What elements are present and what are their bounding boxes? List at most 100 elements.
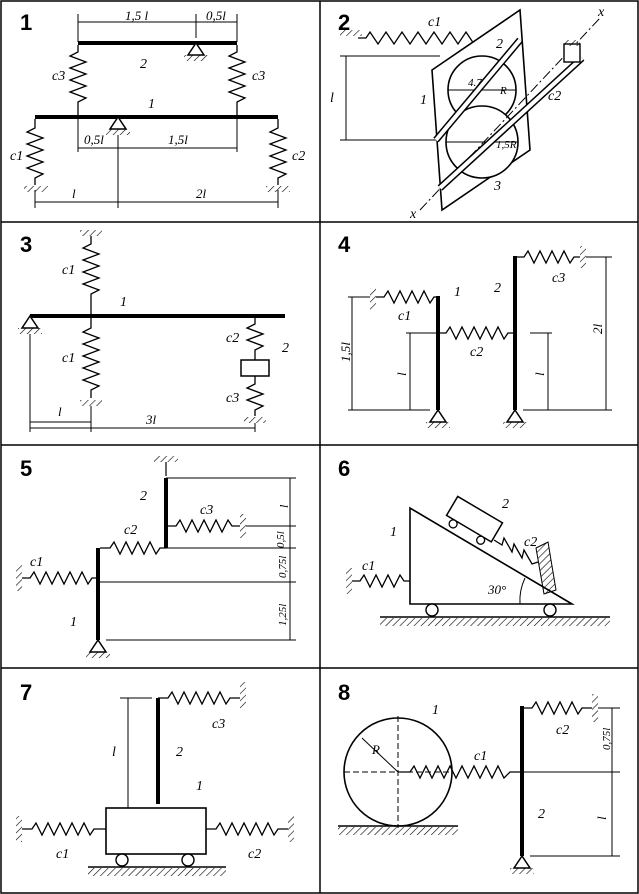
radius-line: [361, 737, 399, 773]
dim-label: 0,5l: [84, 132, 104, 147]
spring-c2: [268, 119, 288, 185]
body-1: [105, 807, 207, 855]
spring-c1: [352, 573, 410, 589]
pivot-support: [428, 408, 448, 423]
spring-c3: [158, 690, 240, 706]
panel-number: 4: [338, 232, 351, 257]
spring-label: c2: [248, 847, 261, 862]
ground-hatch: [154, 456, 178, 462]
radius-label: R: [499, 85, 507, 97]
rod-label: 2: [494, 281, 501, 296]
bracket: [563, 43, 581, 63]
floor-hatch: [380, 618, 610, 626]
spring-c2: [206, 821, 288, 837]
dim-label: 1,25l: [277, 604, 289, 626]
dim-label: l: [277, 504, 291, 508]
spring-label: c2: [556, 723, 569, 738]
panel-number: 8: [338, 680, 350, 705]
panel-7: 7 2 c3 l 1 c1 c2: [16, 680, 294, 876]
spring-label: c3: [200, 503, 213, 518]
wall-hatch: [16, 816, 22, 842]
axis-label: x: [409, 207, 417, 222]
wall-hatch: [340, 30, 362, 36]
dim-label: 1,5l: [338, 342, 353, 362]
wall-hatch: [240, 514, 246, 538]
ground-hatch: [18, 328, 42, 334]
dim-label: l: [58, 404, 62, 419]
spring-c3: [515, 249, 580, 265]
wedge-1: [409, 506, 575, 605]
wall-hatch: [240, 682, 246, 708]
dim-label: l: [330, 91, 334, 106]
wall-hatch: [288, 816, 294, 842]
rod-label: 1: [70, 615, 77, 630]
wall-hatch: [346, 568, 352, 594]
ground-hatch: [426, 422, 450, 428]
spring-label: c3: [252, 69, 265, 84]
spring-label: c1: [10, 149, 23, 164]
spring-c2: [522, 700, 592, 716]
wheel: [448, 519, 458, 529]
part-label: 2: [496, 37, 503, 52]
spring-label: c3: [212, 717, 225, 732]
ground-hatch: [80, 400, 102, 406]
panel-2: 2 c1 l x x c2 1 2 3 4.7 1,5R R: [330, 5, 605, 222]
beam-label: 2: [140, 57, 147, 72]
dim-label: 3l: [145, 412, 157, 427]
wheel: [425, 603, 439, 617]
ground-hatch: [184, 55, 208, 61]
ground-hatch: [86, 652, 110, 658]
spring-c1: [25, 119, 45, 185]
wheel: [181, 853, 195, 867]
spring-c2: [438, 325, 515, 341]
ground-hatch: [80, 230, 102, 236]
radius-label: 1,5R: [496, 139, 517, 151]
panel-3: 3 c1 1 c1 c2 2 c3 l 3l: [18, 230, 289, 432]
panel-1: 1 1,5 l 0,5l 2 c3 c3 1 0,5l 1,5l c1: [10, 8, 305, 208]
wheel: [543, 603, 557, 617]
body-label: 2: [502, 497, 509, 512]
rod-label: 2: [176, 745, 183, 760]
spring-label: c1: [474, 749, 487, 764]
spring-label: c2: [470, 345, 483, 360]
panel-number: 7: [20, 680, 32, 705]
wheel: [115, 853, 129, 867]
body-label: 1: [196, 779, 203, 794]
spring-c2: [245, 318, 265, 360]
spring-label: c1: [362, 559, 375, 574]
rod-lower-inner: [438, 56, 584, 190]
panel-5: 5 2 c3 c2 1 c1 l 0,5l 0,75l 1,25l: [16, 456, 296, 658]
spring-label: c3: [226, 391, 239, 406]
part-label: 3: [493, 179, 501, 194]
spring-c1-bottom: [81, 318, 101, 398]
dim-label: l: [72, 186, 76, 201]
rod-label: 2: [538, 807, 545, 822]
part-label: 1: [420, 93, 427, 108]
dim-label: l: [594, 816, 609, 820]
rod-upper-inner: [434, 38, 522, 142]
wall-hatch: [370, 288, 376, 310]
cart-2: [445, 495, 504, 543]
spring-c2: [100, 540, 166, 556]
spring-c1: [398, 764, 522, 780]
panel-4: 4 1 2 c1 c2 c3 1,5l l l 2l: [338, 232, 612, 428]
pivot-support: [505, 408, 525, 423]
spring-label: c3: [552, 271, 565, 286]
ground-hatch: [244, 417, 266, 423]
panel-number: 5: [20, 456, 32, 481]
wall-hatch: [592, 694, 598, 722]
ground-hatch: [106, 129, 130, 135]
spring-label: c1: [30, 555, 43, 570]
body-label: 1: [432, 703, 439, 718]
spring-label: c2: [226, 331, 239, 346]
mass-2: [240, 359, 270, 377]
dim-label: 2l: [590, 324, 605, 335]
spring-label: c1: [398, 309, 411, 324]
dim-label: 0,75l: [601, 728, 613, 750]
spring-c1-top: [81, 236, 101, 314]
radius-label: 4.7: [468, 77, 482, 89]
wall-hatch: [16, 565, 22, 591]
panel-number: 1: [20, 10, 32, 35]
spring-c3: [245, 376, 265, 416]
